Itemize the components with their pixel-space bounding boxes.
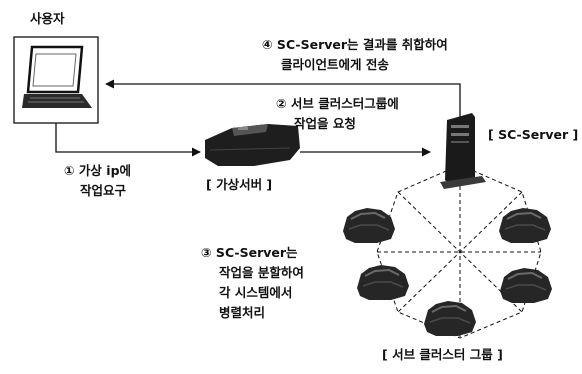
step1-label-line2: 작업요구 xyxy=(80,183,127,198)
virtual-server-icon xyxy=(205,124,300,166)
user-label: 사용자 xyxy=(30,11,65,26)
step1-label-line1: ① 가상 ip에 xyxy=(64,163,132,178)
virtual-server-label: [ 가상서버 ] xyxy=(206,177,273,192)
step3-label-line1: ③ SC-Server는 xyxy=(201,245,298,260)
arrow-request-to-virtual-ip xyxy=(55,123,201,157)
arrow-result-to-client xyxy=(105,79,461,118)
step3-label-line4: 병렬처리 xyxy=(219,305,266,320)
server-tower-icon xyxy=(440,113,486,189)
cluster-node-icon xyxy=(356,264,410,301)
step3-label-line2: 작업을 분할하여 xyxy=(219,265,304,280)
step2-label-line2: 작업을 요청 xyxy=(294,116,356,131)
step4-label-line2: 클라이언트에게 전송 xyxy=(281,57,389,72)
cluster-node-icon xyxy=(342,207,396,244)
step2-label-line1: ② 서브 클러스터그룹에 xyxy=(276,96,399,111)
sub-cluster-label: [ 서브 클러스터 그룹 ] xyxy=(382,347,503,362)
step3-label-line3: 각 시스템에서 xyxy=(219,285,293,300)
cluster-ring xyxy=(376,164,542,339)
cluster-node-icon xyxy=(499,267,553,304)
cluster-node-icon xyxy=(423,300,477,337)
cluster-node-icon xyxy=(498,207,552,244)
laptop-icon xyxy=(13,36,99,124)
step4-label-line1: ④ SC-Server는 결과를 취합하여 xyxy=(262,37,448,52)
sc-server-label: [ SC-Server ] xyxy=(488,127,579,142)
